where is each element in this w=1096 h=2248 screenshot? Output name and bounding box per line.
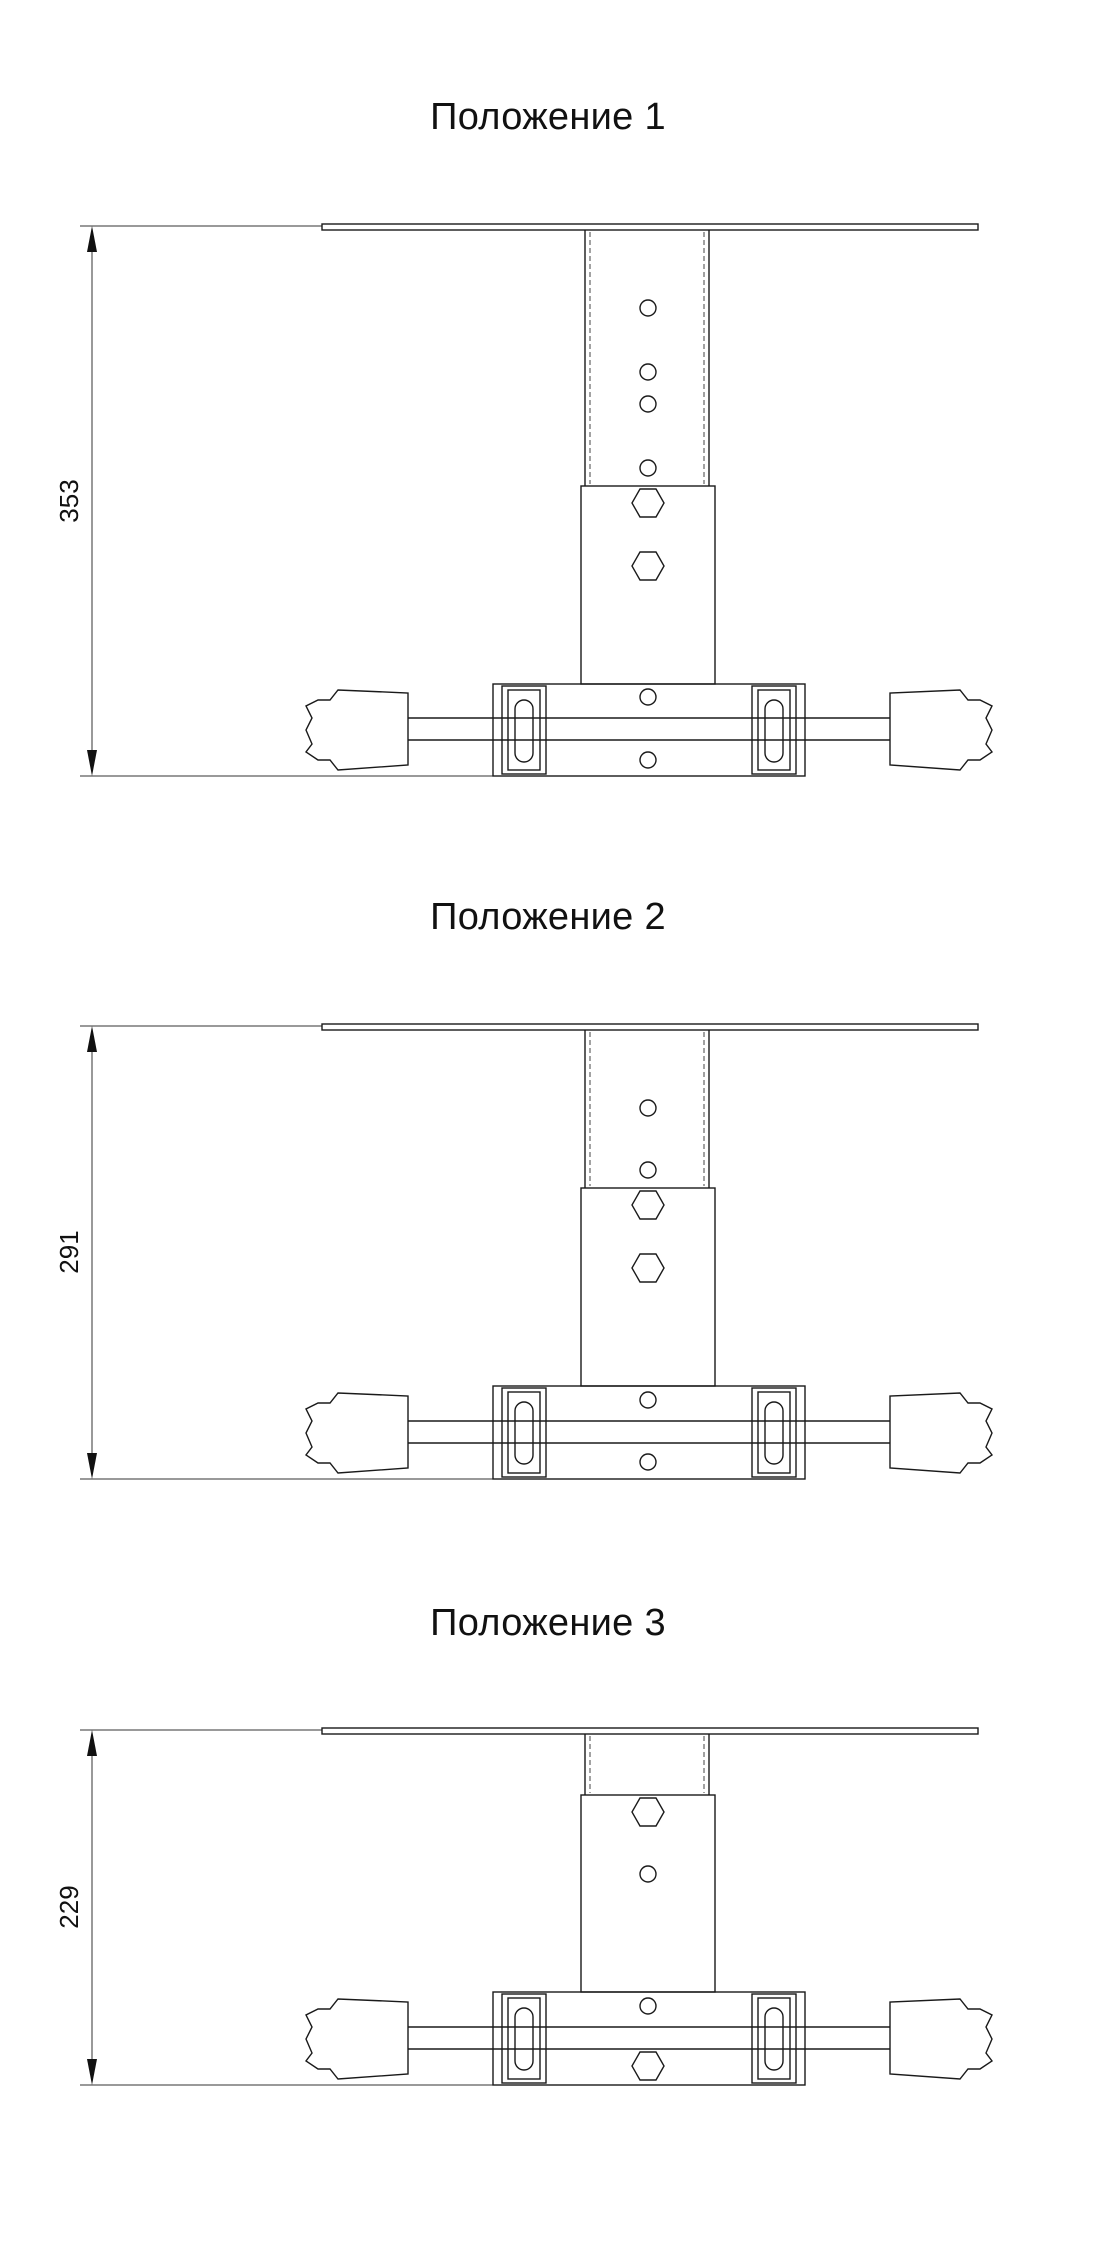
position-2-title: Положение 2 [430,896,666,938]
mount-bracket [492,1385,806,1480]
bolt-hex [631,488,665,518]
bolt-hex [631,551,665,581]
position-2-dimension-label: 291 [54,1230,84,1273]
right-knob [889,1998,994,2080]
position-3-dimension-label: 229 [54,1885,84,1928]
right-knob [889,1392,994,1474]
position-3-drawing: 229 [54,1727,994,2086]
upper-tube [584,230,710,486]
ceiling-plate [321,1023,979,1031]
position-1-title: Положение 1 [430,96,666,138]
position-2-dimension: 291 [54,1025,500,1480]
right-knob [889,689,994,771]
lower-sleeve [580,1187,716,1387]
position-3-title: Положение 3 [430,1602,666,1644]
position-1-dimension: 353 [54,225,500,777]
lower-sleeve [580,1794,716,1993]
position-3-dimension: 229 [54,1729,500,2086]
lower-sleeve [580,485,716,685]
left-knob [304,1998,409,2080]
position-2-drawing: 291 [54,1023,994,1480]
mount-bracket [492,1991,806,2086]
mount-bracket [492,683,806,777]
left-knob [304,1392,409,1474]
ceiling-plate [321,1727,979,1735]
upper-tube [584,1030,710,1188]
ceiling-plate [321,223,979,231]
left-knob [304,689,409,771]
position-1-drawing: 353 [54,223,994,777]
position-1-dimension-label: 353 [54,479,84,522]
upper-tube [584,1734,710,1795]
